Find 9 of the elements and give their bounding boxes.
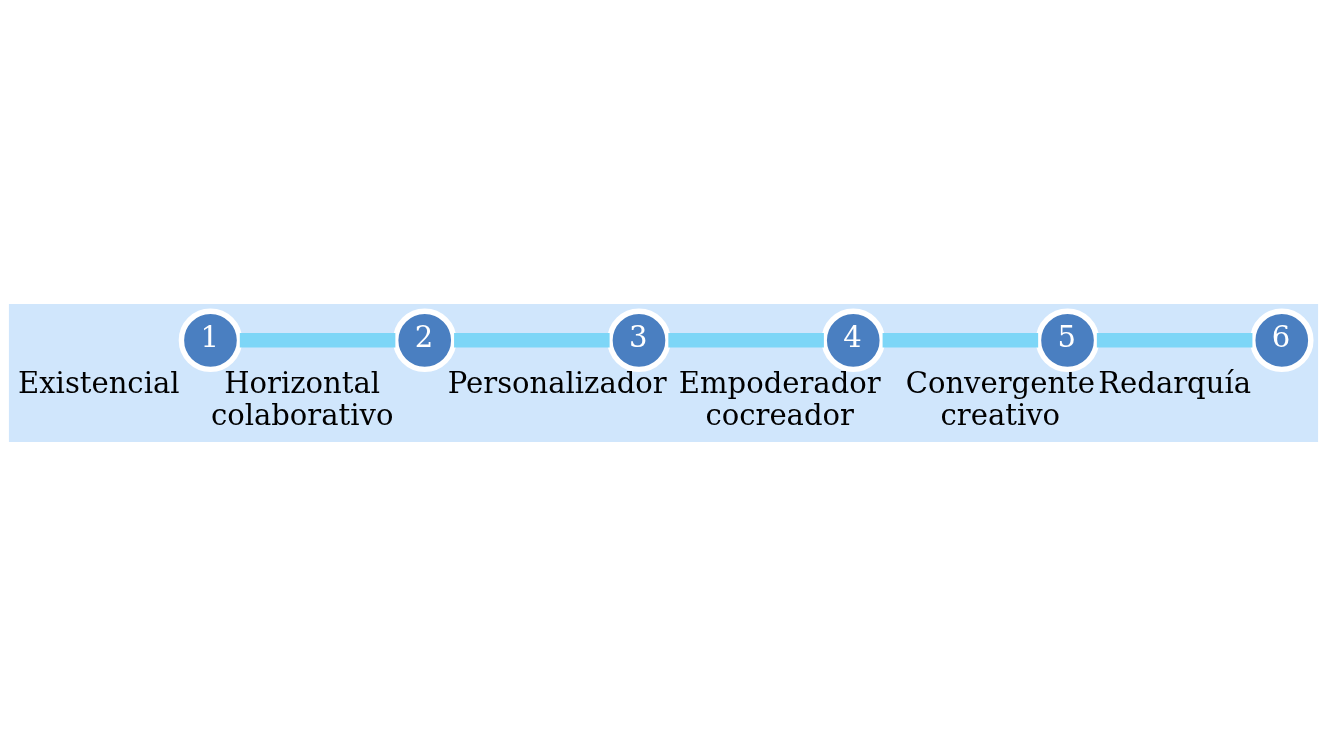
node-circle: 6 [1250,308,1314,373]
connector [1096,333,1253,348]
node-label: Redarquía [1098,365,1252,400]
connector [668,333,824,348]
connector [239,333,396,348]
connector [882,333,1039,348]
node-circle: 5 [1035,308,1100,373]
connector [454,333,610,348]
node-label: Existencial [18,365,180,400]
